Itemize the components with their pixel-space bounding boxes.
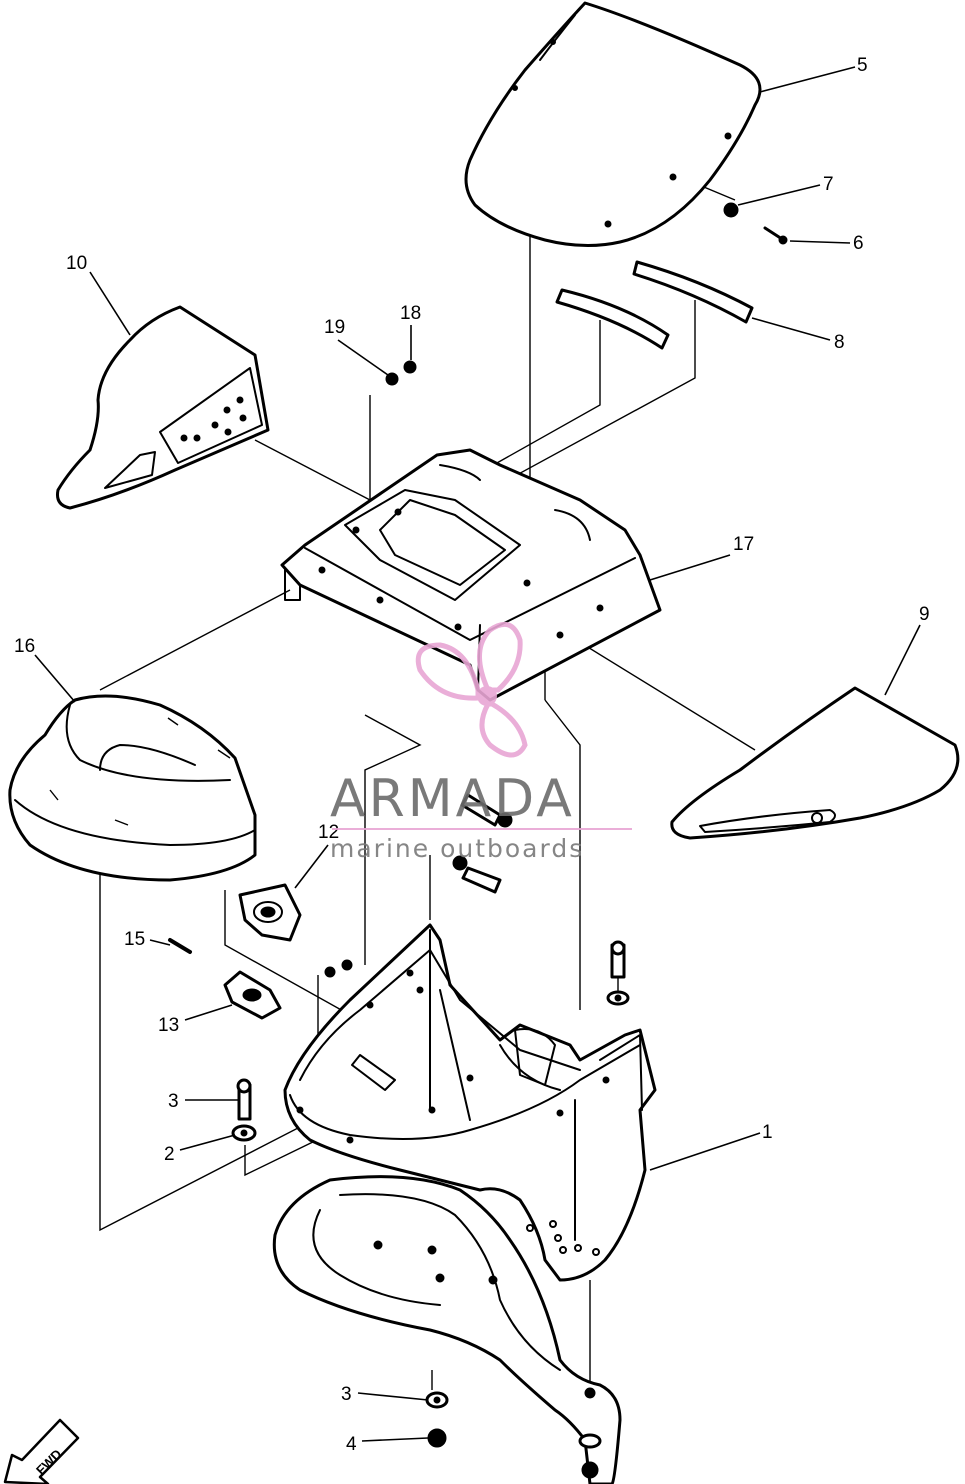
callout-7: 7 [823,174,834,195]
callout-8: 8 [834,332,845,353]
part-13-plate [223,970,282,1020]
part-3-bolt-upper [236,1078,252,1121]
callout-labels: 5 7 6 8 10 19 18 17 16 9 12 15 13 3 2 1 … [14,55,930,1455]
callout-10: 10 [66,253,87,274]
callout-12: 12 [318,822,339,843]
part-19-collar [385,372,399,386]
part-5-top-cover [464,1,762,248]
callout-3-upper: 3 [168,1091,179,1112]
callout-18: 18 [400,303,421,324]
part-2-washer [231,1124,257,1142]
part-1-lower-casing [283,923,657,1282]
callout-9: 9 [919,604,930,625]
arrow-forward-icon [3,1418,80,1484]
armada-watermark: ARMADA marine outboards [330,621,632,863]
bolt-set-upper [452,793,513,894]
part-15-screw [168,938,192,954]
bolt-set-right [606,940,630,1006]
propeller-logo-icon [415,621,528,758]
part-8-seal-strips [555,260,754,350]
callout-6: 6 [853,233,864,254]
part-6-screw [763,226,788,245]
callout-5: 5 [857,55,868,76]
part-4-nut [427,1428,602,1479]
leader-lines [34,66,921,1442]
callout-15: 15 [124,929,145,950]
watermark-brand: ARMADA [330,769,575,829]
callout-16: 16 [14,636,35,657]
part-3-washer-lower [425,1391,449,1409]
part-16-front-cover [8,694,257,882]
part-9-right-side-cover [670,686,960,840]
callout-19: 19 [324,317,345,338]
callout-1: 1 [762,1122,773,1143]
callout-17: 17 [733,534,754,555]
fwd-direction-indicator: FWD [3,1418,80,1484]
callout-13: 13 [158,1015,179,1036]
callout-3-lower: 3 [341,1384,352,1405]
part-10-left-side-cover [56,305,270,510]
part-12-mount [238,883,302,942]
part-18-nut [403,360,417,374]
part-7-grommet [723,202,739,218]
part-17-bracket [280,448,662,702]
callout-2: 2 [164,1144,175,1165]
nut-pair-center [324,959,353,978]
bottom-mounting-plate [272,1175,622,1484]
watermark-tagline: marine outboards [330,834,584,863]
callout-4: 4 [346,1434,357,1455]
